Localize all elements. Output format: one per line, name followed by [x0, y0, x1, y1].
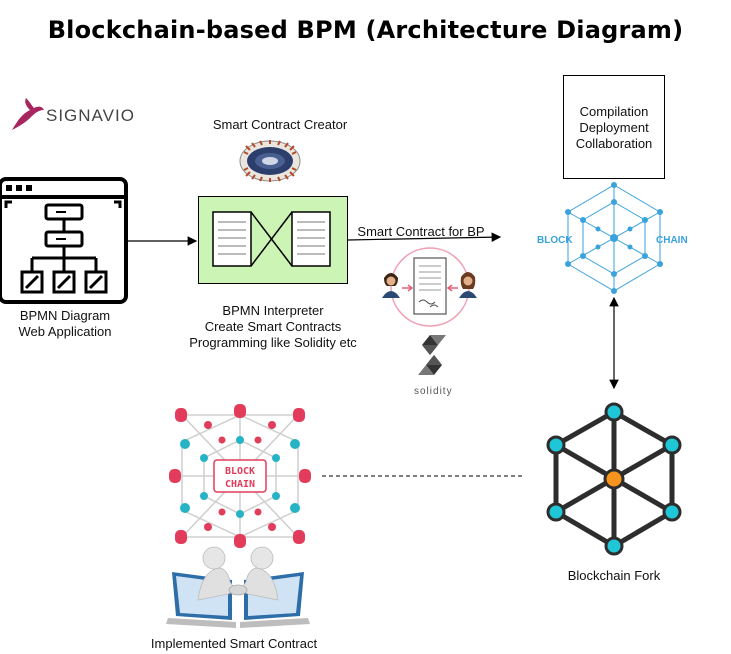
- blockchain-logo-chain-text: CHAIN: [656, 235, 688, 246]
- handshake-laptops-icon: [166, 546, 310, 628]
- bpmn-web-app-icon[interactable]: [0, 177, 128, 304]
- interpreter-line-1: BPMN Interpreter: [222, 303, 324, 318]
- interpreter-line-2: Create Smart Contracts: [204, 319, 342, 334]
- signavio-logo: SIGNAVIO: [8, 96, 134, 136]
- compilation-line-1: Compilation: [579, 104, 649, 119]
- bpmn-app-line-1: BPMN Diagram: [19, 308, 111, 323]
- contract-agreement-icon: [390, 247, 470, 327]
- solidity-logo-icon: [418, 335, 446, 375]
- interpreter-description: BPMN Interpreter Create Smart Contracts …: [160, 303, 386, 351]
- compilation-line-2: Deployment: [579, 120, 649, 135]
- blockchain-logo-block-text: BLOCK: [537, 235, 573, 246]
- antelope-icon: [12, 98, 44, 130]
- bpmn-app-description: BPMN Diagram Web Application: [2, 308, 128, 340]
- network-block-text: BLOCK: [225, 466, 255, 477]
- bpmn-app-line-2: Web Application: [18, 324, 112, 339]
- chip-icon: [239, 140, 301, 182]
- diagram-title: Blockchain-based BPM (Architecture Diagr…: [47, 16, 684, 44]
- compilation-box[interactable]: Compilation Deployment Collaboration: [563, 75, 665, 179]
- interpreter-to-blockchain-arrow: [347, 232, 502, 242]
- signavio-brand: SIGNAVIO: [46, 106, 135, 125]
- interpreter-line-3: Programming like Solidity etc: [189, 335, 357, 350]
- smart-contract-edge-label: Smart Contract for BP: [357, 224, 485, 239]
- solidity-label: solidity: [414, 386, 453, 397]
- contract-swap-icon: [212, 211, 331, 267]
- smart-contract-creator-label: Smart Contract Creator: [212, 117, 348, 132]
- blockchain-network-icon[interactable]: [169, 404, 311, 548]
- compilation-line-3: Collaboration: [575, 136, 653, 151]
- network-chain-text: CHAIN: [225, 479, 255, 490]
- blockchain-logo-icon[interactable]: [565, 182, 663, 294]
- blockchain-fork-icon[interactable]: [546, 402, 682, 556]
- person-right-icon: [459, 272, 477, 298]
- implemented-smart-contract-label: Implemented Smart Contract: [150, 636, 318, 651]
- person-left-icon: [382, 273, 400, 298]
- blockchain-fork-label: Blockchain Fork: [567, 568, 661, 583]
